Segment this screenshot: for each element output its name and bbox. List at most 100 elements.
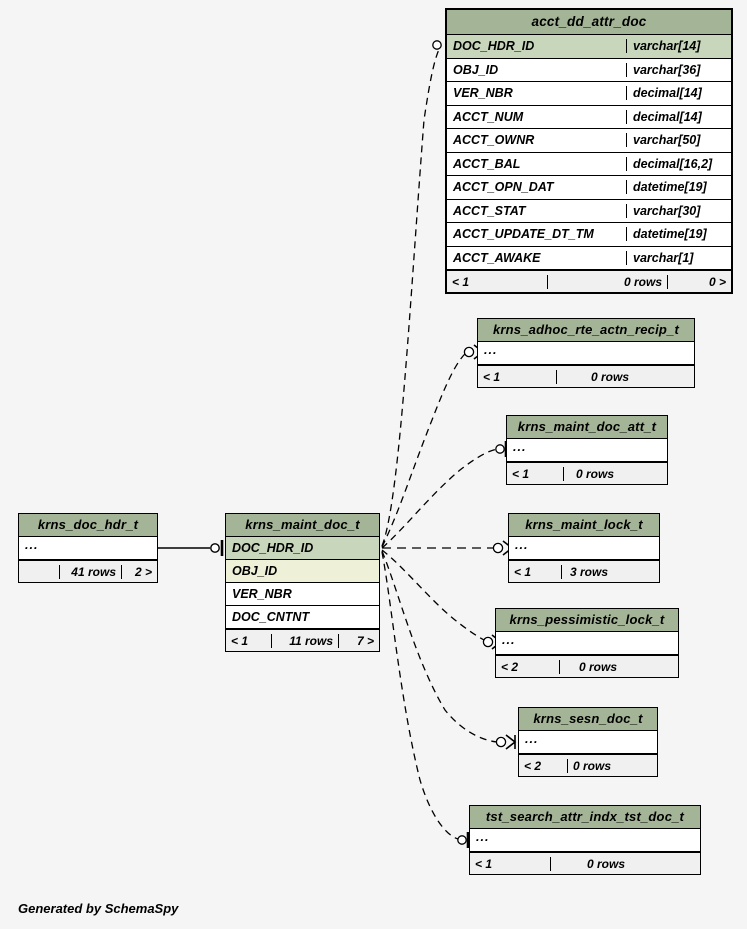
table-node-krns_sesn_doc_t[interactable]: krns_sesn_doc_t... < 2 0 rows [518, 707, 658, 777]
table-column-row[interactable]: DOC_CNTNT [226, 606, 379, 629]
table-footer-krns_adhoc_rte_actn_recip_t: < 1 0 rows [478, 365, 694, 387]
edge-krns_maint_doc_t-krns_adhoc_rte_actn_recip_t [381, 344, 485, 548]
footer-parents-count[interactable]: < 1 [231, 633, 249, 648]
column-type: varchar[1] [626, 250, 731, 265]
column-name: DOC_HDR_ID [453, 39, 535, 54]
table-footer-tst_search_attr_indx_tst_doc_t: < 1 0 rows [470, 852, 700, 874]
footer-parents-count[interactable]: < 1 [483, 369, 501, 384]
table-title-krns_doc_hdr_t: krns_doc_hdr_t [19, 514, 157, 537]
generated-by-caption: Generated by SchemaSpy [18, 901, 179, 916]
column-type: datetime[19] [626, 180, 731, 195]
table-title-krns_pessimistic_lock_t: krns_pessimistic_lock_t [496, 609, 678, 632]
column-name: ACCT_OPN_DAT [453, 180, 554, 195]
table-column-ellipsis[interactable]: ... [478, 342, 694, 365]
column-name: ... [476, 834, 490, 845]
column-name: ACCT_UPDATE_DT_TM [453, 227, 594, 242]
edge-krns_doc_hdr_t-krns_maint_doc_t [158, 540, 224, 556]
edge-krns_maint_doc_t-krns_maint_doc_att_t [381, 441, 508, 549]
table-column-row[interactable]: ACCT_NUM decimal[14] [447, 105, 731, 129]
column-type: decimal[14] [626, 109, 731, 124]
column-name: ACCT_BAL [453, 156, 521, 171]
table-column-row[interactable]: ACCT_OPN_DAT datetime[19] [447, 176, 731, 200]
footer-row-count: 0 rows [547, 274, 667, 289]
column-type: varchar[14] [626, 39, 731, 54]
table-column-row[interactable]: OBJ_ID varchar[36] [447, 58, 731, 82]
footer-parents-count[interactable]: < 1 [452, 274, 470, 289]
column-name: ACCT_NUM [453, 109, 524, 124]
footer-children-count[interactable]: 2 > [121, 564, 157, 579]
table-title-tst_search_attr_indx_tst_doc_t: tst_search_attr_indx_tst_doc_t [470, 806, 700, 829]
footer-children-count[interactable]: 0 > [667, 274, 731, 289]
column-type: decimal[14] [626, 86, 731, 101]
table-title-krns_maint_doc_att_t: krns_maint_doc_att_t [507, 416, 667, 439]
footer-parents-count[interactable]: < 1 [475, 856, 493, 871]
table-column-row[interactable]: VER_NBR [226, 583, 379, 606]
table-column-ellipsis[interactable]: ... [19, 537, 157, 560]
footer-parents-count[interactable]: < 1 [514, 564, 532, 579]
table-title-acct_dd_attr_doc: acct_dd_attr_doc [447, 10, 731, 35]
column-name: ACCT_OWNR [453, 133, 535, 148]
table-footer-krns_pessimistic_lock_t: < 2 0 rows [496, 655, 678, 677]
column-type: varchar[50] [626, 133, 731, 148]
table-column-ellipsis[interactable]: ... [509, 537, 659, 560]
table-column-row[interactable]: ACCT_BAL decimal[16,2] [447, 152, 731, 176]
footer-children-count[interactable]: 7 > [338, 633, 379, 648]
edge-krns_maint_doc_t-acct_dd_attr_doc [381, 40, 442, 547]
footer-parents-count[interactable]: < 1 [512, 466, 530, 481]
edge-krns_maint_doc_t-krns_maint_lock_t [382, 540, 514, 556]
edge-krns_maint_doc_t-tst_search_attr_indx_tst_doc_t [381, 551, 470, 848]
table-column-row[interactable]: DOC_HDR_ID varchar[14] [447, 35, 731, 59]
table-column-ellipsis[interactable]: ... [519, 731, 657, 754]
column-name: OBJ_ID [453, 62, 499, 77]
footer-parents-count[interactable]: < 2 [501, 659, 519, 674]
table-column-ellipsis[interactable]: ... [496, 632, 678, 655]
table-title-krns_sesn_doc_t: krns_sesn_doc_t [519, 708, 657, 731]
footer-row-count: 11 rows [271, 633, 338, 648]
table-title-krns_maint_lock_t: krns_maint_lock_t [509, 514, 659, 537]
column-name: ... [484, 347, 498, 358]
table-column-ellipsis[interactable]: ... [507, 439, 667, 462]
column-name: ... [513, 444, 527, 455]
table-column-row[interactable]: DOC_HDR_ID [226, 537, 379, 560]
table-footer-krns_sesn_doc_t: < 2 0 rows [519, 754, 657, 776]
footer-row-count: 0 rows [559, 659, 622, 674]
footer-row-count: 0 rows [556, 369, 634, 384]
column-name: ... [502, 637, 516, 648]
footer-parents-count[interactable]: < 2 [524, 758, 542, 773]
footer-row-count: 41 rows [59, 564, 121, 579]
column-name: OBJ_ID [232, 564, 278, 578]
column-type: datetime[19] [626, 227, 731, 242]
column-name: DOC_CNTNT [232, 610, 310, 624]
column-name: ... [25, 542, 39, 553]
footer-row-count: 0 rows [567, 758, 615, 773]
table-column-ellipsis[interactable]: ... [470, 829, 700, 852]
table-node-krns_adhoc_rte_actn_recip_t[interactable]: krns_adhoc_rte_actn_recip_t... < 1 0 rows [477, 318, 695, 388]
column-name: VER_NBR [232, 587, 292, 601]
table-node-tst_search_attr_indx_tst_doc_t[interactable]: tst_search_attr_indx_tst_doc_t... < 1 0 ro… [469, 805, 701, 875]
table-column-row[interactable]: OBJ_ID [226, 560, 379, 583]
column-type: decimal[16,2] [626, 156, 731, 171]
table-column-row[interactable]: ACCT_OWNR varchar[50] [447, 129, 731, 153]
footer-row-count: 0 rows [550, 856, 630, 871]
table-node-krns_pessimistic_lock_t[interactable]: krns_pessimistic_lock_t... < 2 0 rows [495, 608, 679, 678]
table-title-krns_adhoc_rte_actn_recip_t: krns_adhoc_rte_actn_recip_t [478, 319, 694, 342]
column-name: ACCT_STAT [453, 203, 526, 218]
column-name: ACCT_AWAKE [453, 250, 541, 265]
column-type: varchar[36] [626, 62, 731, 77]
edge-krns_maint_doc_t-krns_pessimistic_lock_t [381, 549, 503, 650]
table-column-row[interactable]: ACCT_AWAKE varchar[1] [447, 246, 731, 270]
table-column-row[interactable]: ACCT_UPDATE_DT_TM datetime[19] [447, 223, 731, 247]
